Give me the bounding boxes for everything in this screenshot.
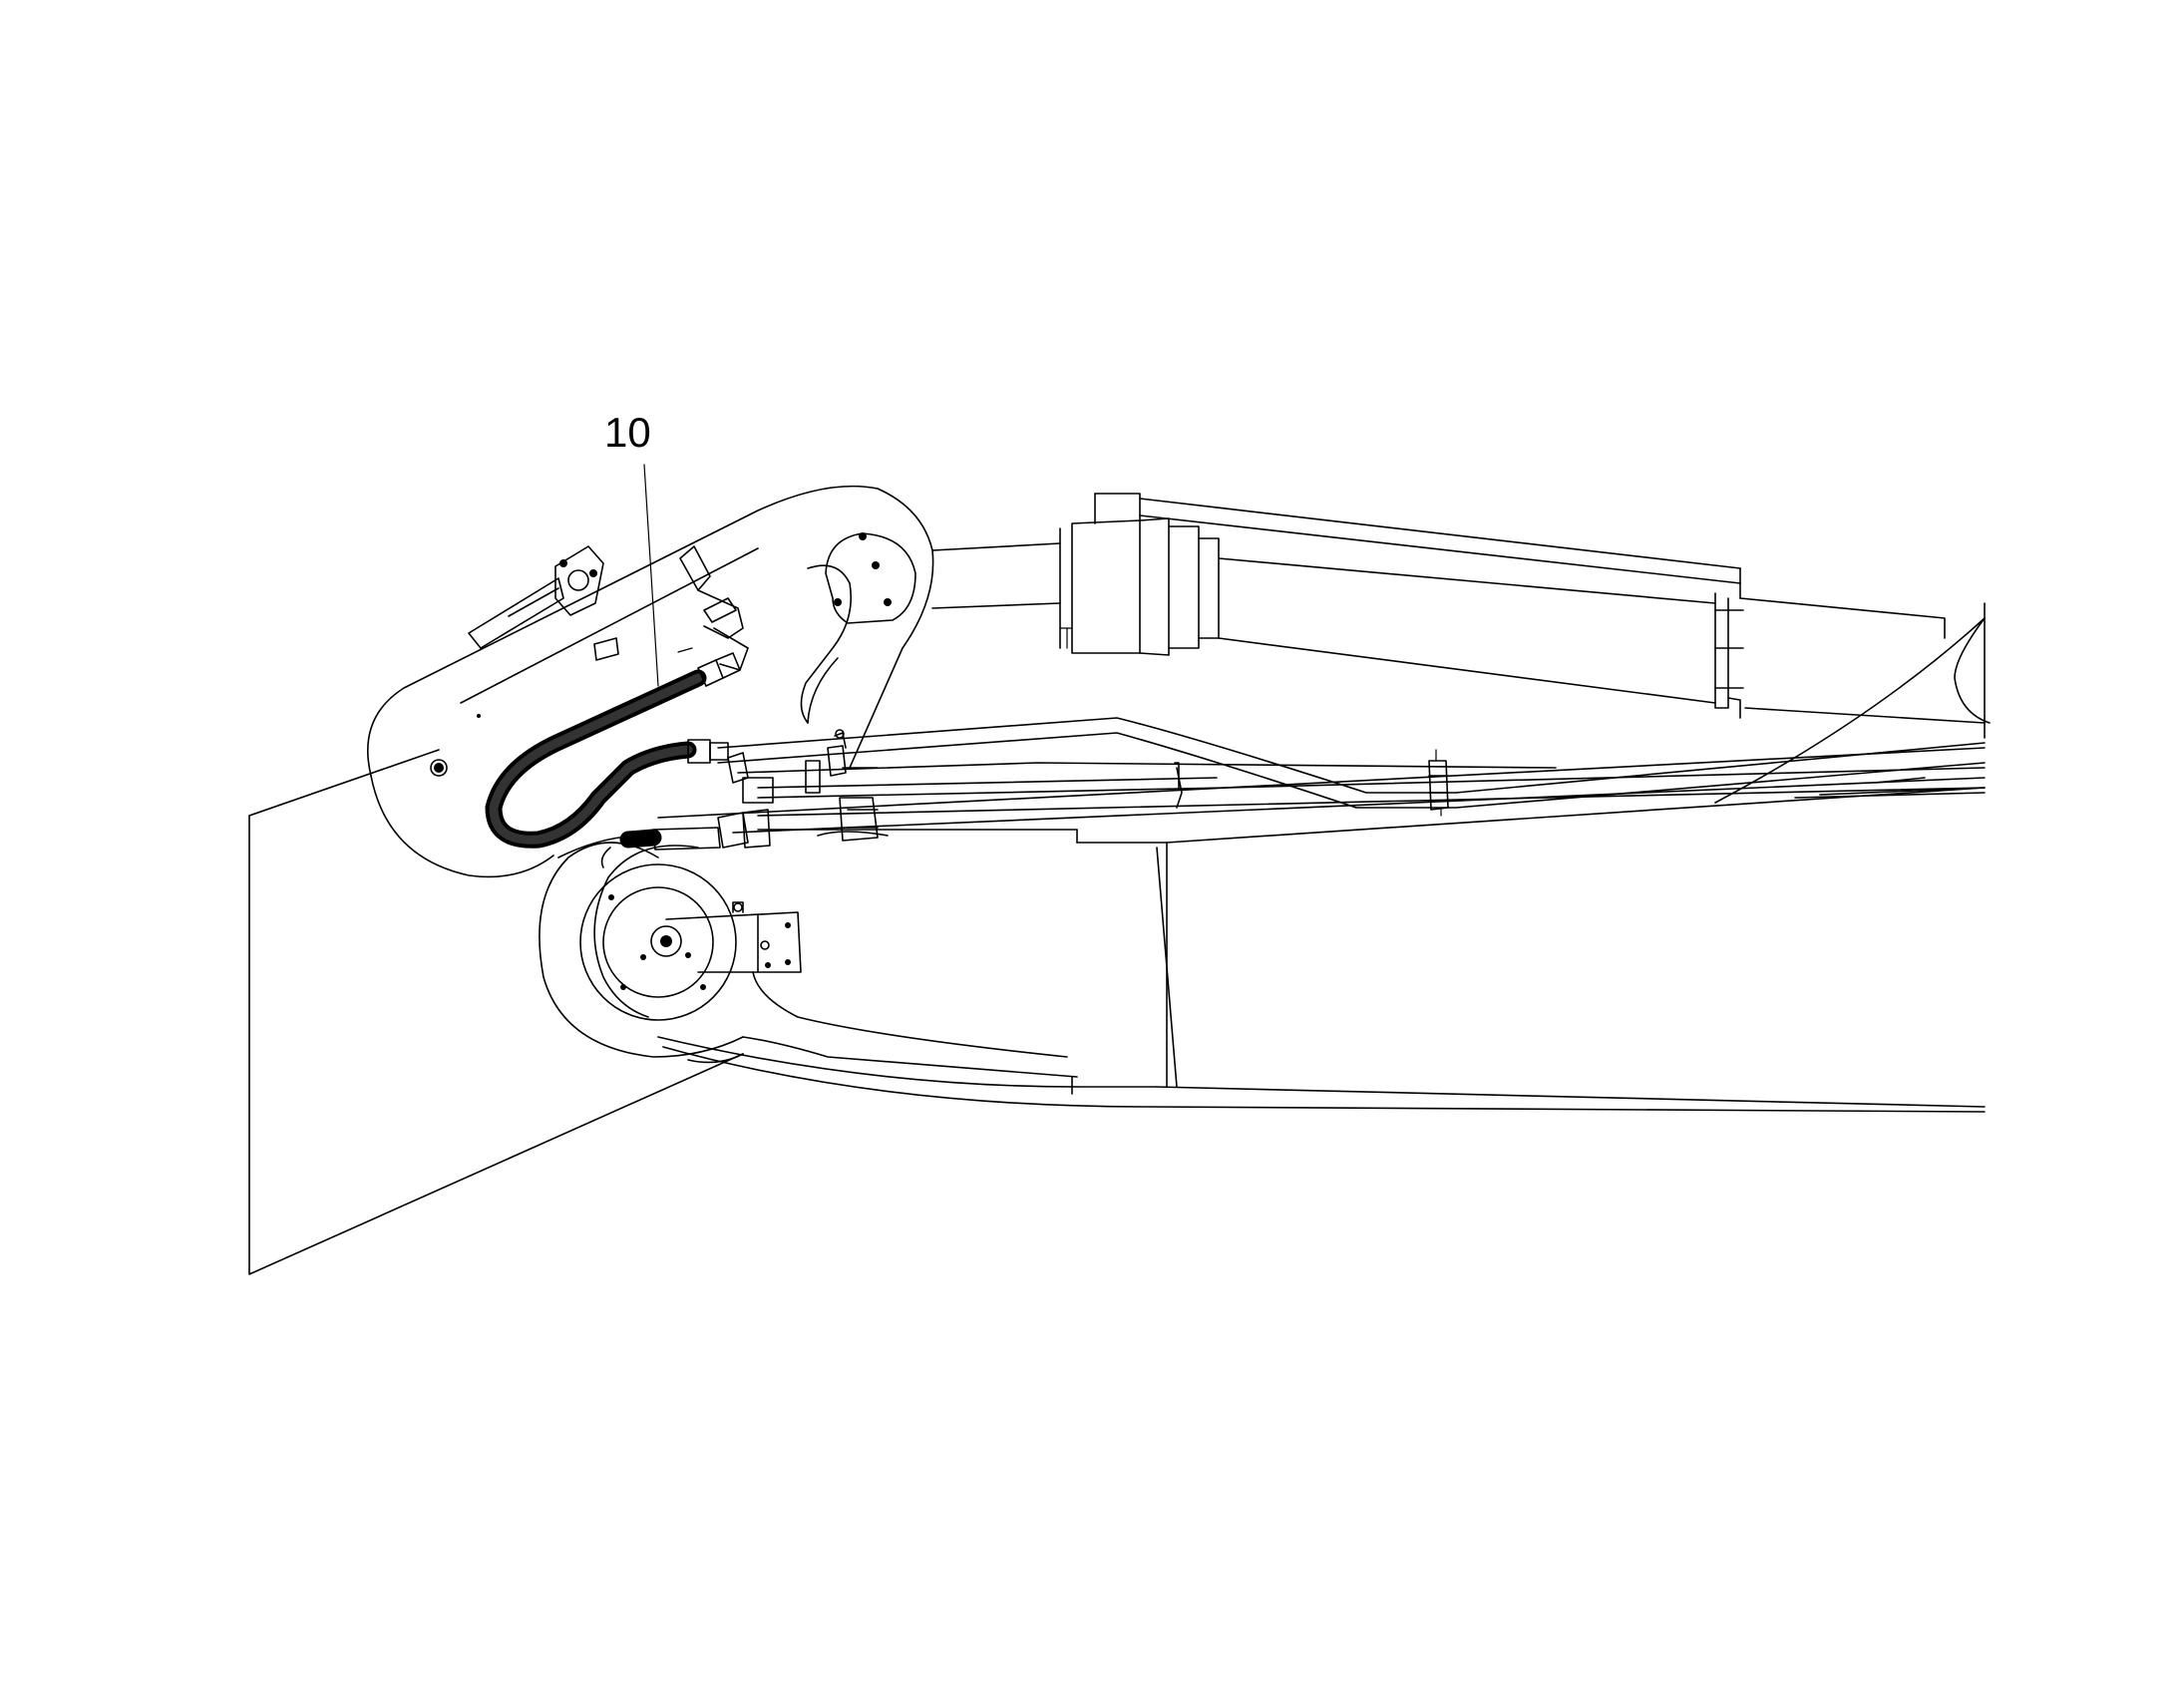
hydraulic-cylinder [931, 493, 1986, 724]
callout-leader-line [643, 464, 659, 687]
pivot-wheel [539, 842, 1078, 1078]
pipe-lines [717, 717, 1986, 831]
frame-plate [248, 749, 744, 1275]
lower-hose [557, 827, 721, 868]
boom-head [367, 485, 934, 878]
callout-label-10: 10 [604, 409, 651, 456]
boom-body [657, 602, 1991, 1113]
callout-10 [643, 464, 659, 687]
pipe-clamps [717, 729, 1449, 849]
cylinder-mount [825, 532, 916, 624]
flexible-hose [485, 652, 741, 849]
